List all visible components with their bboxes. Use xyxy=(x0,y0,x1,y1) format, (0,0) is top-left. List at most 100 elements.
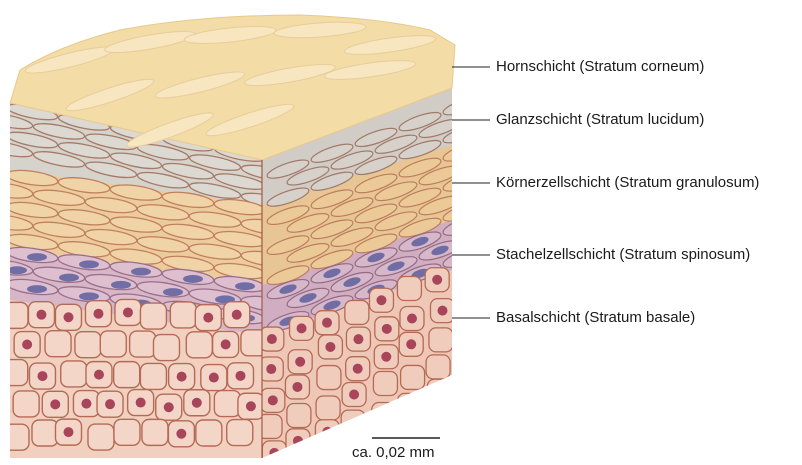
basale-nucleus xyxy=(379,410,389,420)
basale-cell xyxy=(317,366,341,390)
scale-bar-label: ca. 0,02 mm xyxy=(352,444,435,462)
basale-cell xyxy=(196,420,222,446)
basale-cell xyxy=(13,391,39,417)
basale-nucleus xyxy=(63,312,73,322)
basale-cell xyxy=(130,331,156,357)
basale-nucleus xyxy=(22,340,32,350)
spinosum-nucleus xyxy=(131,268,151,276)
basale-cell xyxy=(372,403,396,427)
basale-nucleus xyxy=(50,399,60,409)
spinosum-nucleus xyxy=(235,282,255,290)
spinosum-nucleus xyxy=(183,275,203,283)
basale-nucleus xyxy=(209,373,219,383)
basale-cell xyxy=(227,420,253,446)
basale-cell xyxy=(262,441,286,465)
basale-nucleus xyxy=(176,429,186,439)
basale-nucleus xyxy=(235,371,245,381)
basale-nucleus xyxy=(221,339,231,349)
basale-cell xyxy=(140,363,166,389)
basale-cell xyxy=(2,360,28,386)
basale-nucleus xyxy=(381,352,391,362)
basale-nucleus xyxy=(292,382,302,392)
basale-cell xyxy=(287,403,311,427)
basale-nucleus xyxy=(406,339,416,349)
basale-nucleus xyxy=(405,400,415,410)
spinosum-nucleus xyxy=(59,274,79,282)
basale-nucleus xyxy=(81,399,91,409)
basale-nucleus xyxy=(37,371,47,381)
basale-cell xyxy=(427,379,451,403)
basale-cell xyxy=(341,410,365,434)
spinosum-nucleus xyxy=(27,285,47,293)
basale-cell xyxy=(2,302,28,328)
basale-cell xyxy=(75,332,101,358)
basale-nucleus xyxy=(297,323,307,333)
label-stratum-basale: Basalschicht (Stratum basale) xyxy=(496,309,695,327)
basale-nucleus xyxy=(246,401,256,411)
basale-cell xyxy=(398,393,422,417)
basale-nucleus xyxy=(293,436,303,446)
basale-nucleus xyxy=(192,398,202,408)
basale-cell xyxy=(140,303,166,329)
basale-nucleus xyxy=(105,399,115,409)
basale-nucleus xyxy=(123,307,133,317)
spinosum-nucleus xyxy=(111,281,131,289)
label-stratum-corneum: Hornschicht (Stratum corneum) xyxy=(496,58,704,76)
basale-nucleus xyxy=(203,313,213,323)
basale-cell xyxy=(114,362,140,388)
basale-nucleus xyxy=(376,295,386,305)
basale-cell xyxy=(170,302,196,328)
basale-cell xyxy=(315,420,339,444)
spinosum-nucleus xyxy=(7,266,27,274)
basale-nucleus xyxy=(94,370,104,380)
basale-nucleus xyxy=(432,275,442,285)
basale-nucleus xyxy=(36,310,46,320)
basale-nucleus xyxy=(63,427,73,437)
basale-cell xyxy=(45,331,71,357)
basale-cell xyxy=(214,391,240,417)
basale-cell xyxy=(426,355,450,379)
basale-cell xyxy=(397,276,421,300)
spinosum-nucleus xyxy=(163,288,183,296)
basale-nucleus xyxy=(232,310,242,320)
basale-nucleus xyxy=(437,306,447,316)
basale-cell xyxy=(88,424,114,450)
basale-nucleus xyxy=(322,427,332,437)
basale-nucleus xyxy=(349,389,359,399)
spinosum-nucleus xyxy=(79,260,99,268)
basale-nucleus xyxy=(93,309,103,319)
basale-cell xyxy=(3,424,29,450)
basale-nucleus xyxy=(177,372,187,382)
basale-cell xyxy=(401,365,425,389)
basale-nucleus xyxy=(269,448,279,458)
basale-nucleus xyxy=(295,357,305,367)
basale-cell xyxy=(186,332,212,358)
basale-cell xyxy=(32,420,58,446)
basale-nucleus xyxy=(407,313,417,323)
basale-nucleus xyxy=(268,395,278,405)
basale-nucleus xyxy=(164,402,174,412)
basale-nucleus xyxy=(136,398,146,408)
basale-cell xyxy=(429,328,453,352)
spinosum-nucleus xyxy=(27,253,47,261)
basale-nucleus xyxy=(353,364,363,374)
basale-cell xyxy=(142,419,168,445)
label-stratum-spinosum: Stachelzellschicht (Stratum spinosum) xyxy=(496,246,750,264)
basale-nucleus xyxy=(353,334,363,344)
spinosum-nucleus xyxy=(454,251,474,264)
basale-cell xyxy=(373,371,397,395)
spinosum-nucleus xyxy=(454,219,474,232)
basale-nucleus xyxy=(325,342,335,352)
basale-nucleus xyxy=(382,324,392,334)
basale-nucleus xyxy=(322,318,332,328)
basale-nucleus xyxy=(266,364,276,374)
basale-cell xyxy=(100,331,126,357)
basale-cell xyxy=(61,361,87,387)
basale-cell xyxy=(114,419,140,445)
basale-cell xyxy=(345,300,369,324)
basale-cell xyxy=(316,396,340,420)
basale-nucleus xyxy=(267,334,277,344)
basale-cell xyxy=(153,335,179,361)
spinosum-nucleus xyxy=(79,292,99,300)
